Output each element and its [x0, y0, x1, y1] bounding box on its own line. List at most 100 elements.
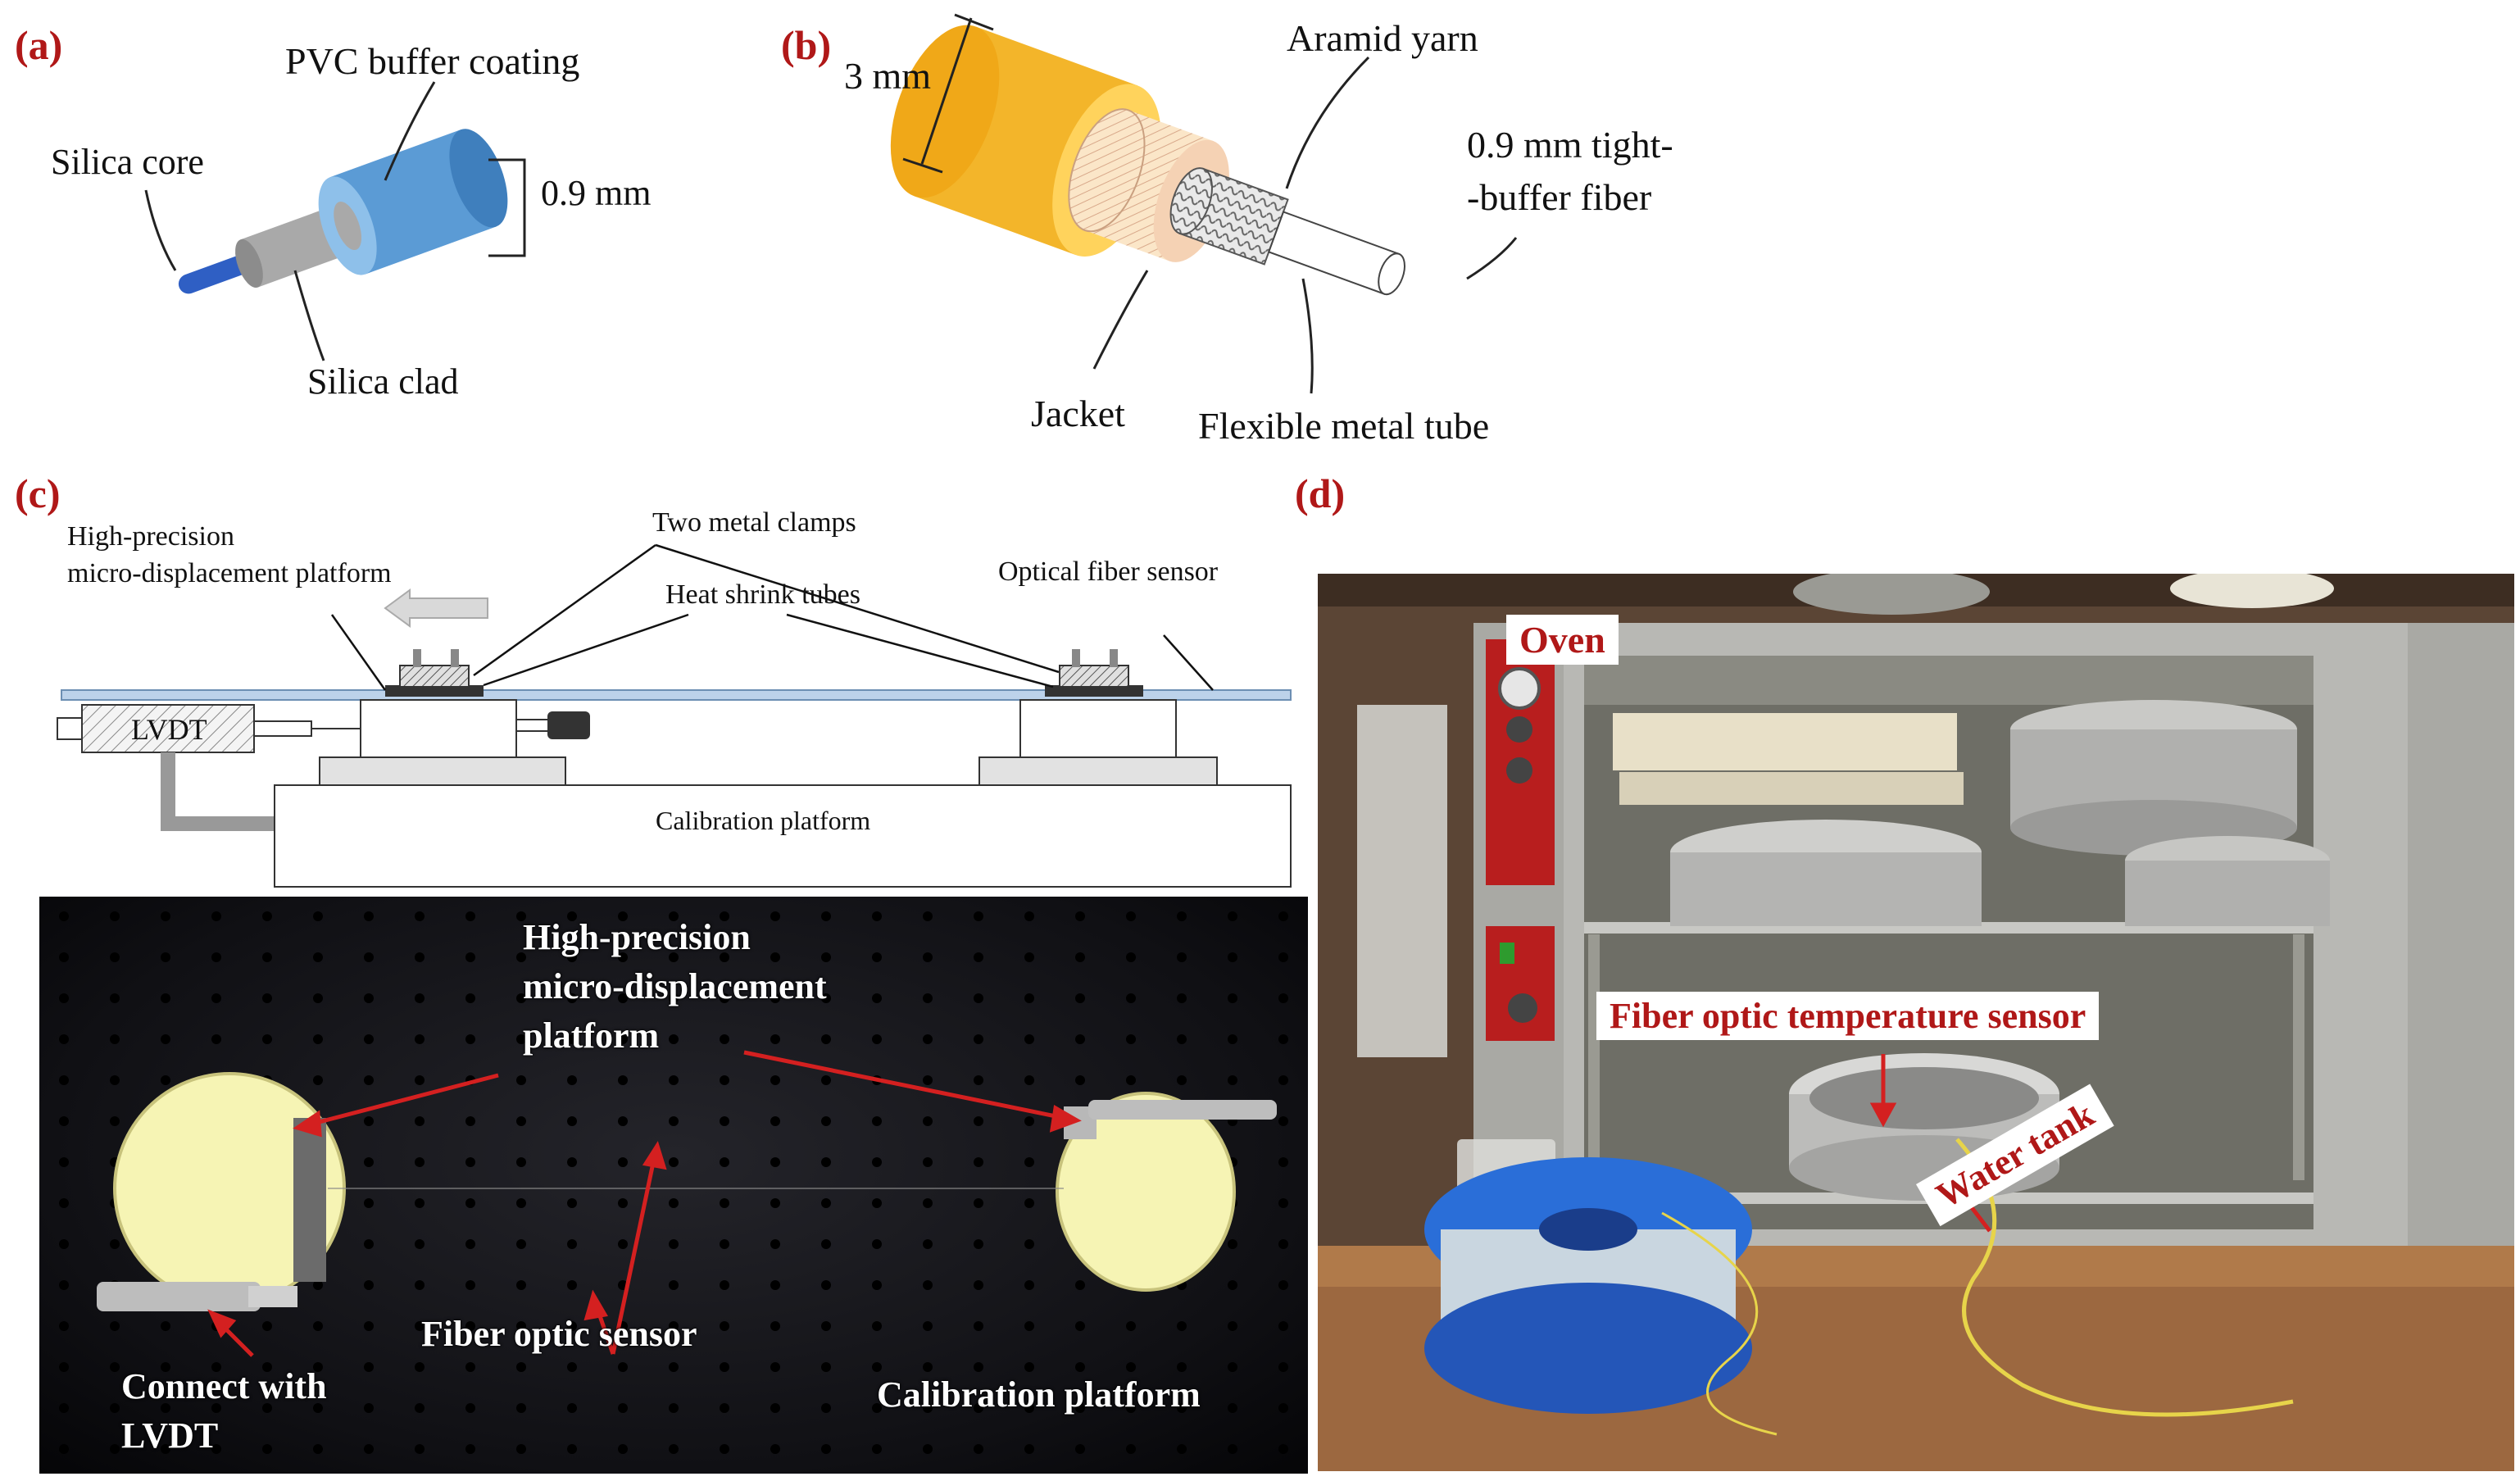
breadboard-hole [211, 1444, 221, 1454]
schem-sensor: Optical fiber sensor [998, 557, 1219, 587]
breadboard-hole [923, 952, 933, 962]
breadboard-hole [1024, 1239, 1034, 1249]
calib-label: Calibration platform [656, 806, 870, 835]
oven-door [2408, 623, 2514, 1361]
breadboard-hole [720, 1198, 729, 1208]
breadboard-hole [110, 1116, 120, 1126]
breadboard-hole [211, 1034, 221, 1044]
breadboard-hole [567, 1157, 577, 1167]
right-support [1019, 699, 1177, 758]
breadboard-hole [59, 1280, 69, 1290]
breadboard-hole [516, 1444, 526, 1454]
breadboard-hole [313, 911, 323, 921]
breadboard-hole [465, 1444, 475, 1454]
breadboard-hole [770, 1362, 780, 1372]
breadboard-hole [567, 993, 577, 1003]
breadboard-hole [313, 1034, 323, 1044]
breadboard-hole [59, 1198, 69, 1208]
breadboard-hole [364, 1321, 374, 1331]
breadboard-hole [821, 1075, 831, 1085]
breadboard-hole [1126, 1034, 1136, 1044]
breadboard-hole [364, 1403, 374, 1413]
breadboard-hole [364, 1239, 374, 1249]
breadboard-hole [669, 1403, 679, 1413]
breadboard-hole [313, 993, 323, 1003]
right-base [978, 756, 1218, 786]
breadboard-hole [821, 1444, 831, 1454]
photo-c-platform-2: micro-displacement [523, 966, 827, 1006]
left-base [319, 756, 566, 786]
breadboard-hole [1075, 1075, 1085, 1085]
breadboard-hole [1177, 1362, 1187, 1372]
breadboard-hole [770, 1034, 780, 1044]
breadboard-hole [872, 1403, 882, 1413]
breadboard-hole [465, 993, 475, 1003]
breadboard-hole [262, 1403, 272, 1413]
breadboard-hole [59, 1403, 69, 1413]
breadboard-hole [618, 1116, 628, 1126]
breadboard-hole [1177, 952, 1187, 962]
breadboard-hole [516, 1239, 526, 1249]
breadboard-hole [313, 1362, 323, 1372]
breadboard-hole [313, 952, 323, 962]
breadboard-hole [821, 1116, 831, 1126]
breadboard-hole [110, 1075, 120, 1085]
breadboard-hole [516, 1321, 526, 1331]
breadboard-hole [313, 1321, 323, 1331]
breadboard-hole [1278, 1403, 1288, 1413]
breadboard-hole [923, 1034, 933, 1044]
breadboard-hole [821, 1198, 831, 1208]
breadboard-hole [618, 1444, 628, 1454]
breadboard-hole [1024, 1280, 1034, 1290]
breadboard-hole [618, 1239, 628, 1249]
breadboard-hole [720, 1239, 729, 1249]
breadboard-hole [720, 1116, 729, 1126]
panel-d-photo: Oven Fiber optic temperature sensor Wate… [1318, 574, 2514, 1471]
breadboard-hole [59, 993, 69, 1003]
photo-c-lvdt-2: LVDT [121, 1415, 219, 1456]
breadboard-hole [618, 1034, 628, 1044]
breadboard-hole [415, 1280, 425, 1290]
photo-c-objects [97, 1050, 1277, 1357]
breadboard-hole [262, 911, 272, 921]
breadboard-hole [567, 1362, 577, 1372]
breadboard-hole [1075, 993, 1085, 1003]
breadboard-hole [211, 1362, 221, 1372]
breadboard-hole [1177, 911, 1187, 921]
breadboard-hole [1075, 1403, 1085, 1413]
leader-tube [1301, 278, 1314, 394]
breadboard-hole [618, 1362, 628, 1372]
breadboard-hole [364, 952, 374, 962]
breadboard-hole [1278, 993, 1288, 1003]
leader-clad [293, 270, 325, 361]
breadboard-hole [1228, 1239, 1237, 1249]
breadboard-hole [923, 1321, 933, 1331]
breadboard-hole [821, 1321, 831, 1331]
breadboard-hole [1228, 1403, 1237, 1413]
breadboard-hole [567, 1116, 577, 1126]
breadboard-hole [974, 1403, 983, 1413]
breadboard-hole [516, 1362, 526, 1372]
breadboard-hole [669, 1280, 679, 1290]
breadboard-hole [974, 952, 983, 962]
breadboard-hole [872, 1280, 882, 1290]
breadboard-hole [974, 1362, 983, 1372]
right-clamp-base [1045, 685, 1143, 697]
breadboard-hole [1278, 1321, 1288, 1331]
breadboard-hole [720, 1321, 729, 1331]
leader-pvc [384, 81, 436, 181]
breadboard-hole [1024, 1362, 1034, 1372]
breadboard-hole [415, 1239, 425, 1249]
breadboard-hole [720, 1034, 729, 1044]
photo-d-scene [1318, 574, 2514, 1471]
breadboard-hole [974, 911, 983, 921]
breadboard-hole [872, 993, 882, 1003]
breadboard-hole [262, 1034, 272, 1044]
breadboard-hole [465, 1362, 475, 1372]
breadboard-hole [59, 1362, 69, 1372]
dimension-bracket-a [488, 158, 526, 257]
breadboard-hole [1126, 1444, 1136, 1454]
label-tube: Flexible metal tube [1198, 405, 1489, 447]
tight-buffer-fiber [1267, 211, 1405, 296]
breadboard-hole [669, 993, 679, 1003]
